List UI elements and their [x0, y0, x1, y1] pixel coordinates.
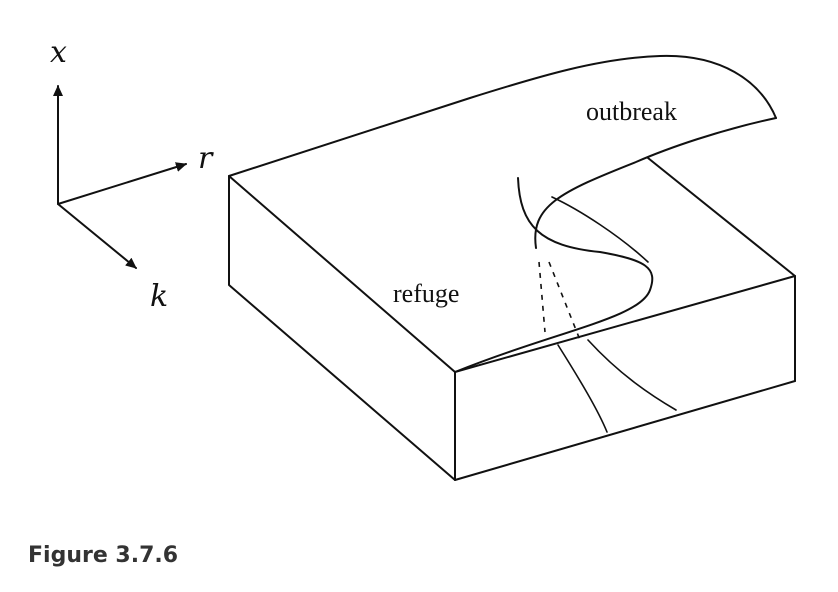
bifurcation-curve-right [587, 339, 677, 411]
figure-caption: Figure 3.7.6 [28, 543, 178, 568]
refuge-label: refuge [393, 279, 459, 308]
r-axis-label: r [198, 141, 214, 176]
axes-group: x r k [50, 35, 214, 314]
r-axis-arrow [57, 162, 187, 205]
block-bottom-right-edge [454, 380, 796, 481]
k-axis-arrow [57, 203, 137, 269]
cusp-block: outbreak refuge [228, 54, 796, 481]
fold-hidden-line-2 [548, 261, 581, 341]
surface-back-edge [228, 54, 777, 177]
block-top-left-edge [228, 175, 456, 373]
block-left-face-edge [228, 175, 456, 481]
outbreak-label: outbreak [586, 97, 677, 126]
block-front-top-edge [454, 275, 796, 373]
k-axis-label: k [150, 279, 168, 314]
fold-inner-curve [551, 196, 649, 263]
fold-contour [454, 177, 654, 373]
bifurcation-curve-left [557, 344, 608, 433]
x-axis-label: x [50, 35, 67, 70]
outbreak-sheet-edge [534, 117, 777, 249]
fold-hidden-line-1 [538, 261, 546, 333]
block-back-right-edge [647, 157, 796, 277]
